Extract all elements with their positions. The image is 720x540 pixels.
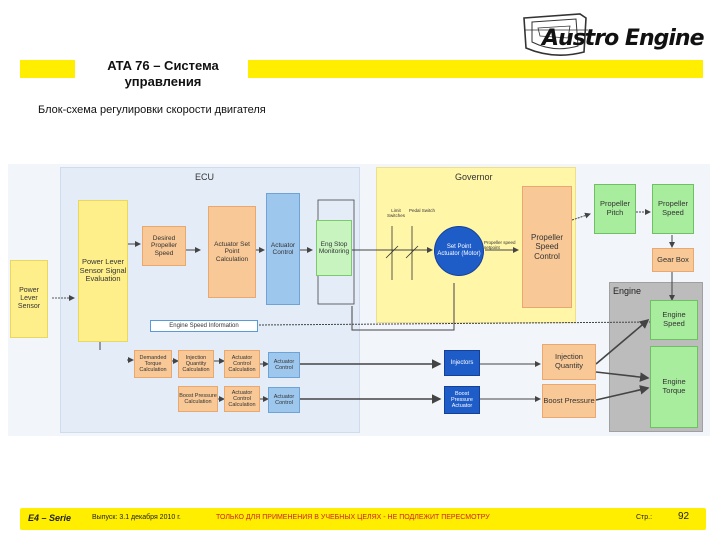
actuator-set-point-calc: Actuator Set Point Calculation [208,206,256,298]
header-bar-left [20,60,75,78]
logo-emblem-icon [523,13,588,56]
boost-pressure-actuator: Boost Pressure Actuator [444,386,480,414]
demanded-torque-calc: Demanded Torque Calculation [134,350,172,378]
title-line-2: управления [124,74,202,90]
footer-issue: Выпуск: 3.1 декабря 2010 г. [92,514,181,521]
boost-pressure-calc: Boost Pressure Calculation [178,386,218,412]
actuator-control-calc-1: Actuator Control Calculation [224,350,260,378]
engine-speed-information: Engine Speed Information [150,320,258,332]
engine-speed: Engine Speed [650,300,698,340]
footer-notice: ТОЛЬКО ДЛЯ ПРИМЕНЕНИЯ В УЧЕБНЫХ ЦЕЛЯХ - … [216,514,490,521]
limit-switches-label: Limit Switches [386,208,405,218]
power-lever-evaluation: Power Lever Sensor Signal Evaluation [78,200,128,342]
actuator-control-2: Actuator Control [268,352,300,378]
title-line-1: ATA 76 – Система [107,58,219,73]
gear-box: Gear Box [652,248,694,272]
injectors: Injectors [444,350,480,376]
propeller-speed: Propeller Speed [652,184,694,234]
propeller-pitch: Propeller Pitch [594,184,636,234]
header-bar-right [248,60,703,78]
power-lever-sensor: Power Lever Sensor [10,260,48,338]
engine-label: Engine [613,286,642,296]
propeller-speed-control: Propeller Speed Control [522,186,572,308]
company-logo: Austro Engine [518,8,708,64]
set-point-actuator-motor: Set Point Actuator (Motor) [434,226,484,276]
eng-stop-monitoring: Eng Stop Monitoring [316,220,352,276]
governor-label: Governor [455,172,493,182]
footer-page-number: 92 [678,511,690,522]
boost-pressure: Boost Pressure [542,384,596,418]
actuator-control-calc-2: Actuator Control Calculation [224,386,260,412]
actuator-control-3: Actuator Control [268,387,300,413]
footer-bar [20,508,706,530]
desired-propeller-speed: Desired Propeller Speed [142,226,186,266]
pedal-switch-label: Pedal Switch [408,208,435,213]
ecu-label: ECU [195,172,215,182]
page-subtitle: Блок-схема регулировки скорости двигател… [38,104,266,116]
logo-text: Austro Engine [542,26,704,51]
footer-series: E4 – Serie [28,513,72,523]
injection-quantity: Injection Quantity [542,344,596,380]
actuator-control-1: Actuator Control [266,193,300,305]
engine-torque: Engine Torque [650,346,698,428]
propeller-speed-setpoint-label: Propeller speed setpoint [484,240,516,250]
footer-page-label: Стр.: [636,514,653,521]
page-title: ATA 76 – Система управления [78,58,248,91]
injection-quantity-calc: Injection Quantity Calculation [178,350,214,378]
